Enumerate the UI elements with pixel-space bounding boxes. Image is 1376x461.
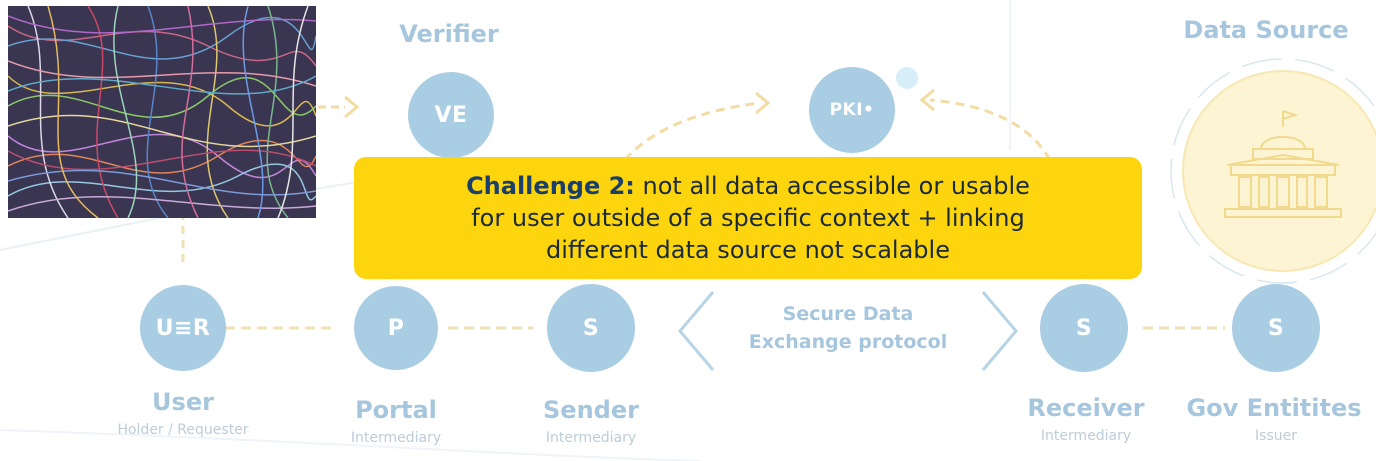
arrow-to-pki-right <box>929 98 1052 161</box>
protocol-line-2: Exchange protocol <box>748 331 948 353</box>
protocol-line-1: Secure Data <box>782 303 914 325</box>
data-source-circle <box>1182 70 1376 272</box>
gov-entities-title: Gov Entitites <box>1186 394 1362 422</box>
pki-dot <box>896 67 918 89</box>
bracket-right <box>981 291 1018 371</box>
bracket-left <box>678 291 715 371</box>
sender-node: S <box>547 284 635 372</box>
verifier-title: Verifier <box>399 20 499 48</box>
sender-title: Sender <box>543 396 639 424</box>
portal-title: Portal <box>355 396 437 424</box>
arrowhead-pki-left <box>755 91 771 115</box>
user-title: User <box>152 388 214 416</box>
background-curve <box>0 429 701 461</box>
gov-entities-subtitle: Issuer <box>1255 428 1297 444</box>
user-node: U≡R <box>140 285 226 371</box>
callout-line-3: different data source not scalable <box>546 236 950 264</box>
callout-line-2: for user outside of a specific context +… <box>471 204 1025 232</box>
receiver-title: Receiver <box>1027 394 1145 422</box>
tangled-cables-photo <box>8 6 316 218</box>
callout-line-1: not all data accessible or usable <box>634 172 1030 200</box>
user-subtitle: Holder / Requester <box>117 422 249 438</box>
portal-subtitle: Intermediary <box>350 430 442 446</box>
receiver-node: S <box>1040 284 1128 372</box>
data-source-title: Data Source <box>1183 16 1349 44</box>
arrowhead-to-verifier <box>344 95 360 119</box>
challenge-callout: Challenge 2: not all data accessible or … <box>354 157 1142 279</box>
sender-subtitle: Intermediary <box>545 430 637 446</box>
portal-node: P <box>354 286 438 370</box>
data-source-ring <box>1170 58 1376 284</box>
gov-entities-node: S <box>1232 284 1320 372</box>
callout-text: Challenge 2: not all data accessible or … <box>466 170 1030 266</box>
verifier-node: VE <box>408 72 494 158</box>
pki-node: PKI• <box>809 67 895 153</box>
secure-exchange-label: Secure Data Exchange protocol <box>718 300 978 356</box>
government-building-icon <box>1224 110 1342 218</box>
callout-heading: Challenge 2: <box>466 172 635 200</box>
receiver-subtitle: Intermediary <box>1040 428 1132 444</box>
arrow-to-pki-left <box>623 101 761 161</box>
arrowhead-pki-right <box>919 88 935 112</box>
